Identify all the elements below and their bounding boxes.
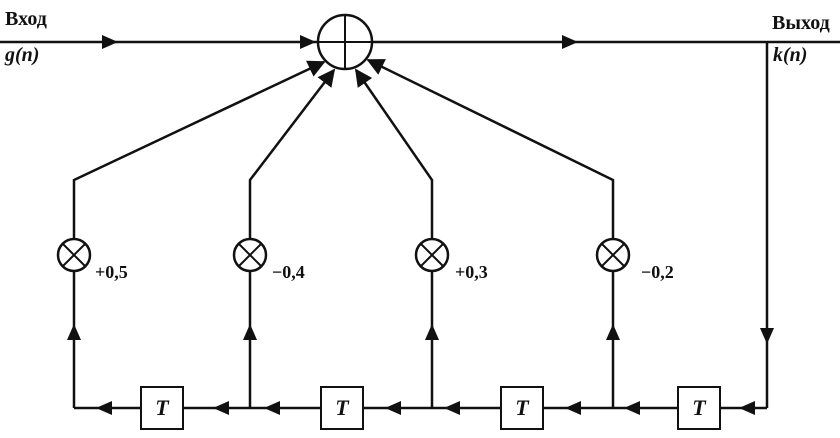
coefficient-label-3: +0,3	[455, 262, 488, 282]
delay-block-1: T	[140, 386, 184, 430]
summing-junction	[316, 13, 374, 71]
chain-arrow	[444, 401, 460, 415]
input-signal-label: g(n)	[5, 44, 40, 66]
chain-arrow	[565, 401, 581, 415]
output-signal-label: k(n)	[773, 44, 808, 66]
coefficient-label-2: −0,4	[272, 262, 305, 282]
tap-2	[232, 68, 336, 408]
input-label: Вход	[5, 8, 47, 30]
coefficient-label-1: +0,5	[95, 262, 128, 282]
input-arrow	[102, 35, 118, 49]
coefficient-label-4: −0,2	[641, 262, 674, 282]
tap-1	[56, 60, 326, 408]
chain-arrow	[96, 401, 112, 415]
delay-block-3: T	[500, 386, 544, 430]
chain-arrow	[739, 401, 755, 415]
tap-4	[366, 58, 631, 408]
output-arrow	[562, 35, 578, 49]
tap-3	[354, 68, 450, 408]
input-arrow-2	[300, 35, 316, 49]
chain-arrow	[264, 401, 280, 415]
delay-block-4: T	[677, 386, 721, 430]
feedback-down-arrow	[760, 328, 774, 344]
chain-arrow	[624, 401, 640, 415]
delay-block-2: T	[320, 386, 364, 430]
output-label: Выход	[772, 12, 830, 34]
chain-arrow	[385, 401, 401, 415]
chain-arrow	[213, 401, 229, 415]
